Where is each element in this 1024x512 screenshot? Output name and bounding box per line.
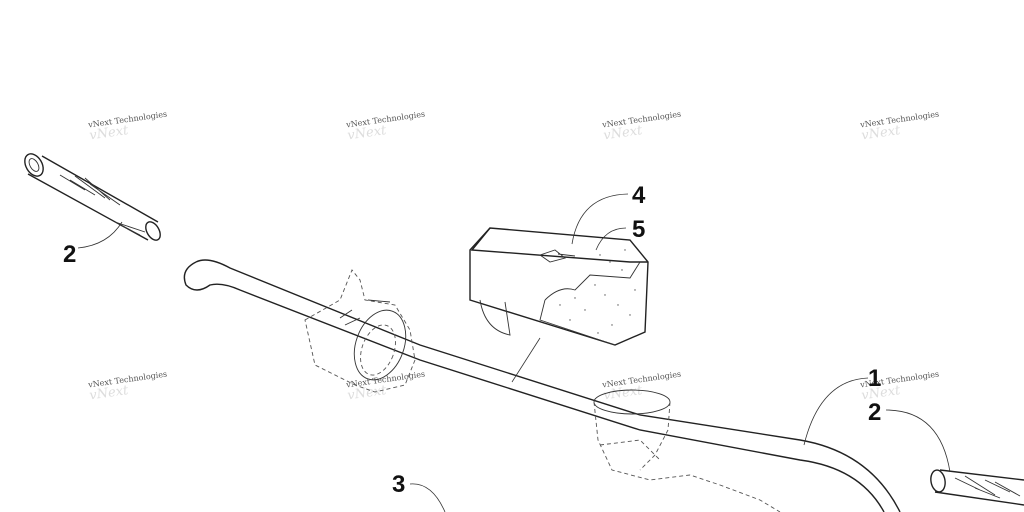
leader-2-left — [77, 221, 123, 249]
watermark: vNext vNext Technologies — [345, 370, 426, 404]
svg-text:vNext: vNext — [603, 123, 644, 143]
leader-3 — [409, 483, 446, 512]
callout-4: 4 — [632, 182, 646, 209]
svg-text:vNext: vNext — [89, 123, 130, 143]
watermark: vNext vNext Technologies — [87, 370, 168, 404]
callout-2-left: 2 — [63, 241, 76, 268]
handlebar-part — [183, 259, 901, 512]
callout-3: 3 — [392, 471, 405, 498]
callout-5: 5 — [632, 216, 645, 243]
callout-1: 1 — [868, 365, 881, 392]
svg-text:vNext: vNext — [347, 383, 388, 403]
watermark: vNext vNext Technologies — [345, 110, 426, 144]
leader-2-right — [885, 409, 951, 473]
svg-text:vNext: vNext — [861, 383, 902, 403]
crossbar-pad-part — [469, 227, 649, 383]
leader-5 — [595, 227, 627, 251]
leader-4 — [571, 193, 629, 245]
left-grip-part — [24, 153, 161, 241]
svg-text:vNext: vNext — [89, 383, 130, 403]
svg-text:vNext: vNext — [347, 123, 388, 143]
callout-2-right: 2 — [868, 399, 881, 426]
right-grip-part — [930, 469, 1024, 506]
right-control-housing — [593, 389, 781, 512]
svg-text:vNext: vNext — [603, 383, 644, 403]
left-control-housing — [304, 269, 416, 393]
watermark: vNext vNext Technologies — [601, 110, 682, 144]
svg-text:vNext: vNext — [861, 123, 902, 143]
leader-1 — [803, 377, 869, 446]
watermark: vNext vNext Technologies — [859, 110, 940, 144]
watermark-layer: vNext vNext Technologies vNext vNext Tec… — [87, 110, 940, 404]
watermark: vNext vNext Technologies — [601, 370, 682, 404]
watermark: vNext vNext Technologies — [87, 110, 168, 144]
foam-stipple — [559, 249, 636, 334]
